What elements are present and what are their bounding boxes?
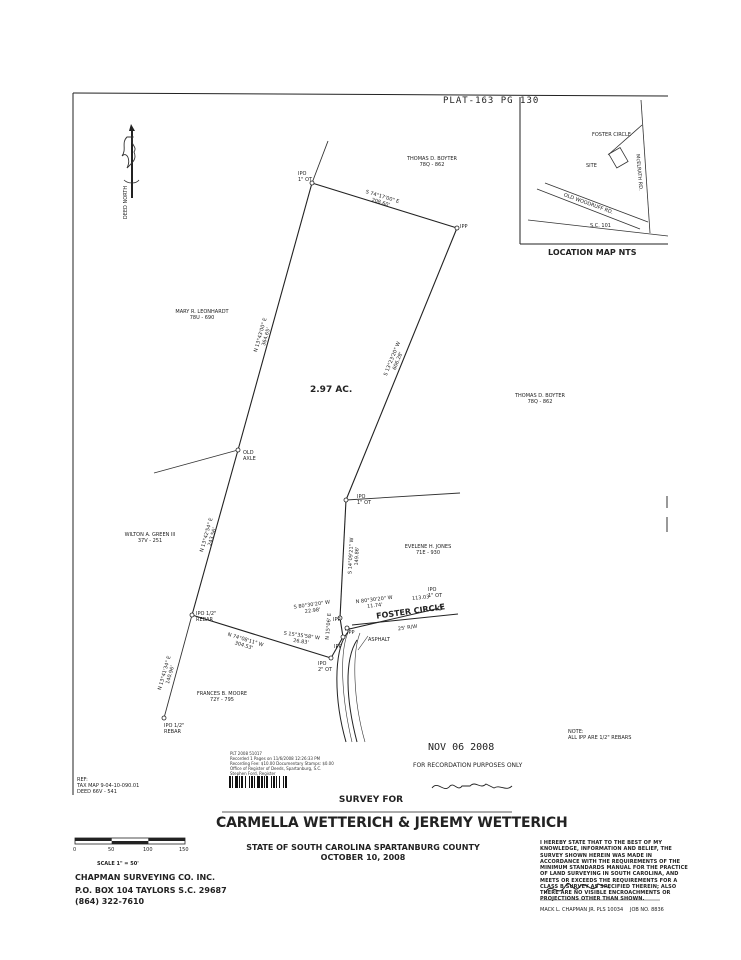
barcode-bar [229, 776, 231, 788]
owner-ref: 71E - 930 [415, 550, 441, 556]
barcode-bar [251, 776, 253, 788]
barcode-bar [271, 776, 272, 788]
parcel-boundary [191, 182, 458, 659]
reference-line: REF: [77, 777, 88, 783]
note-block: NOTE: ALL IPP ARE 1/2" REBARS [568, 729, 631, 741]
monument-ipo-rebar-left: IPO 1/2" REBAR [196, 611, 217, 623]
parcel-area: 2.97 AC. [310, 385, 353, 395]
monument-ipo-mid: IPO 1" OT [357, 494, 372, 506]
barcode-bar [264, 776, 265, 788]
scale-bar [74, 837, 186, 845]
monument-ipo-2ot: IPO 2" OT [318, 661, 333, 673]
location-label-foster-circle: FOSTER CIRCLE [592, 132, 631, 138]
location-site-marker [608, 147, 629, 169]
owner-ref: 78U - 690 [189, 315, 215, 321]
job-number: JOB NO. 8836 [630, 907, 664, 913]
monument-ipo-rebar-bottom: IPO 1/2" REBAR [164, 723, 185, 735]
recording-date-stamp: NOV 06 2008 [428, 742, 495, 753]
survey-for: SURVEY FOR [338, 795, 404, 805]
north-arrow [121, 124, 140, 198]
owner-ref: 37V - 251 [137, 538, 163, 544]
monument-ipp: IPP [333, 617, 341, 623]
adjoining-lines [153, 140, 461, 719]
monument-ipo-road: IPO 1" OT [428, 587, 443, 599]
bearing-jones-east: S 14°09'21" W 149.86' [347, 537, 361, 575]
monument-ipo-top: IPO 1" OT [298, 171, 313, 183]
client-name: CARMELLA WETTERICH & JEREMY WETTERICH [216, 815, 568, 831]
surveyor-certification: I HEREBY STATE THAT TO THE BEST OF MY KN… [540, 840, 688, 903]
barcode-bar [232, 776, 233, 788]
barcode-bar [261, 776, 263, 788]
company-phone: (864) 322-7610 [75, 897, 145, 906]
note-line: NOTE: [568, 729, 584, 735]
owner-name: THOMAS D. BOYTER [514, 393, 566, 399]
note-line: ALL IPP ARE 1/2" REBARS [568, 735, 632, 741]
owner-name: EVELENE H. JONES [404, 544, 452, 550]
location-foster-circle [607, 124, 643, 156]
barcode-bar [254, 776, 255, 788]
scale-tick: 150 [179, 847, 189, 853]
monument-old-axle: OLD AXLE [243, 450, 256, 462]
company-address: P.O. BOX 104 TAYLORS S.C. 29687 [75, 886, 227, 895]
company-name: CHAPMAN SURVEYING CO. INC. [75, 873, 216, 882]
register-signature [431, 783, 513, 790]
location-sc101 [527, 219, 669, 237]
barcode-bar [239, 776, 240, 788]
barcode-bar [235, 776, 238, 788]
monument-markers [161, 180, 460, 721]
recording-barcode [228, 775, 308, 789]
asphalt-leader [357, 635, 369, 651]
north-arrow-label: DEED NORTH [123, 185, 130, 220]
owner-name: FRANCES B. MOORE [196, 691, 248, 697]
location-map-title: LOCATION MAP NTS [548, 248, 637, 257]
scale-tick: 50 [108, 847, 115, 853]
filing-line: Stephen Ford, Register [230, 771, 276, 776]
location-label-sc101: S.C. 101 [590, 223, 611, 229]
scale-label: SCALE 1" = 50' [97, 861, 139, 867]
filing-details: PLT 2008 51017 Recorded 1 Pages on 11/6/… [230, 751, 350, 776]
barcode-bar [279, 776, 280, 788]
road-asphalt: ASPHALT [368, 637, 390, 643]
location-label-site: SITE [586, 163, 597, 169]
scale-tick: 100 [143, 847, 153, 853]
barcode-bar [249, 776, 250, 788]
owner-ref: 78Q - 862 [419, 162, 445, 168]
reference-line: DEED 66V - 541 [77, 789, 117, 795]
surveyor-name: MACK L. CHAPMAN JR. PLS 10034 [540, 907, 624, 913]
scale-tick: 0 [73, 847, 77, 853]
frame-top-border [72, 92, 669, 97]
filing-line: PLT 2008 51017 [230, 751, 262, 756]
filing-line: Office of Register of Deeds, Spartanburg… [230, 766, 322, 771]
owner-name: WILTON A. GREEN III [124, 532, 176, 538]
owner-ref: 72Y - 795 [210, 697, 234, 703]
barcode-bar [283, 776, 284, 788]
survey-date: OCTOBER 10, 2008 [320, 853, 406, 862]
barcode-bar [266, 776, 268, 788]
monument-ipp: IPP [334, 644, 342, 650]
plat-number: PLAT-163 PG 130 [443, 96, 540, 106]
owner-ref: 78Q - 862 [527, 399, 553, 405]
monument-ipp: IPP [347, 630, 355, 636]
barcode-bar [276, 776, 277, 788]
reference-block: REF: TAX MAP 9-04-10-090.01 DEED 66V - 5… [77, 777, 139, 795]
filing-line: Recording Fee: $10.00 Documentary Stamps… [230, 761, 334, 766]
state-county: STATE OF SOUTH CAROLINA SPARTANBURG COUN… [246, 843, 480, 852]
location-old-woodruff-rd [544, 182, 649, 223]
owner-name: THOMAS D. BOYTER [406, 156, 458, 162]
barcode-bar [257, 776, 260, 788]
location-mcelrath-rd [640, 99, 651, 234]
owner-name: MARY R. LEONHARDT [175, 309, 229, 315]
location-map-inset [519, 97, 669, 245]
reference-line: TAX MAP 9-04-10-090.01 [77, 783, 140, 789]
surveyor-signature [544, 882, 611, 894]
barcode-bar [273, 776, 275, 788]
barcode-bar [245, 776, 246, 788]
barcode-bar [241, 776, 243, 788]
recording-note: FOR RECORDATION PURPOSES ONLY [413, 762, 523, 769]
monument-ipp-top: IPP [460, 224, 468, 230]
filing-line: Recorded 1 Pages on 11/6/2008 12:26:33 P… [230, 756, 321, 761]
barcode-bar [285, 776, 287, 788]
